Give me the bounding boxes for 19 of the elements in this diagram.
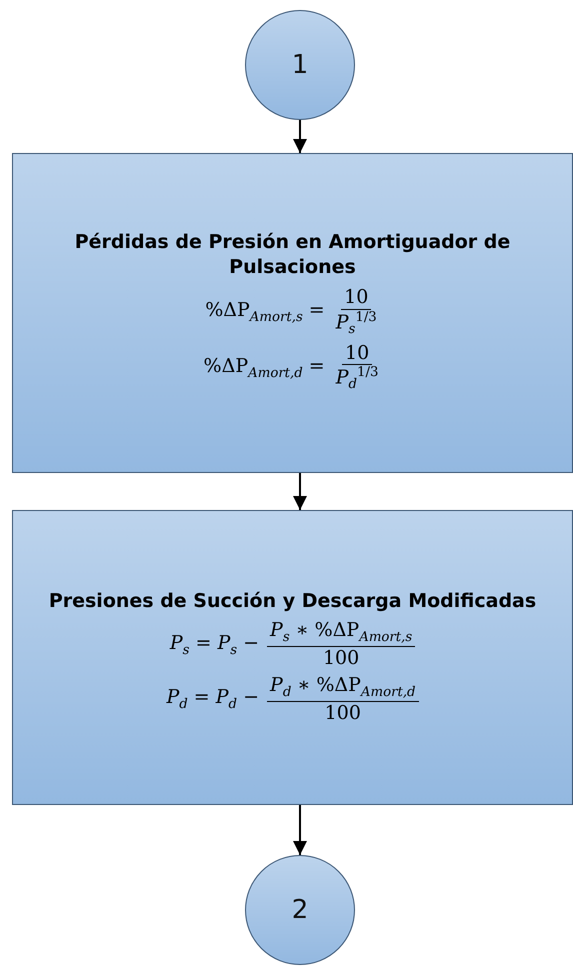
box-heading: Presiones de Succión y Descarga Modificadas [48,588,538,614]
formula-term: P$_{d}$ = P$_{d}$ − [166,686,260,712]
fraction-numerator: 10 [341,286,372,310]
formula-term: P$_{s}$ = P$_{s}$ − [170,632,260,658]
box-heading: Pérdidas de Presión en Amortiguador de Pulsaciones [74,230,512,280]
fraction-numerator: 10 [342,342,372,366]
process-box [12,153,573,473]
fraction-numerator: P$_{s}$ ∗ %ΔP$_{Amort,s}$ [267,619,416,648]
process-box [12,510,573,805]
arrow [293,805,307,855]
arrow [293,473,307,510]
formula-term: %ΔP$_{Amort,d}$ = [204,354,325,381]
connector-number: 2 [292,895,308,925]
fraction-denominator: 100 [322,647,360,670]
arrow [293,120,307,153]
fraction-denominator: 100 [324,702,362,724]
formula-term: %ΔP$_{Amort,s}$ = [205,298,325,325]
connector-number: 1 [292,50,308,80]
fraction-numerator: P$_{d}$ ∗ %ΔP$_{Amort,d}$ [267,674,419,702]
